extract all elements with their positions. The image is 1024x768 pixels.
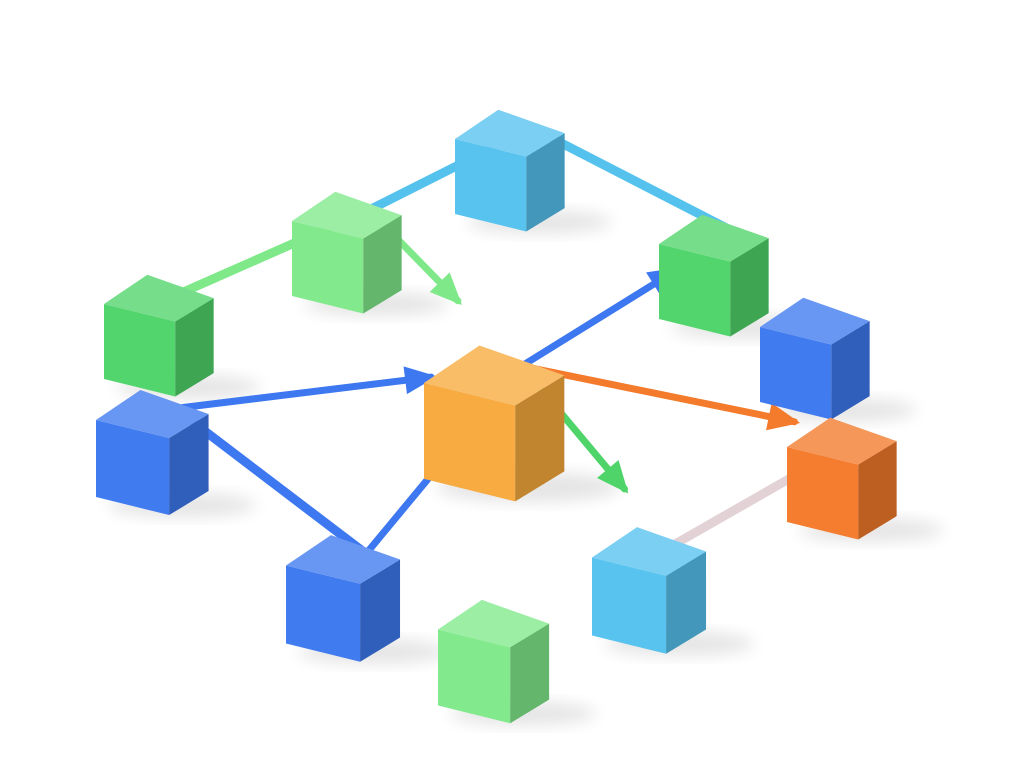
cube-lower-left-blue <box>286 535 401 662</box>
cube-left-face <box>787 447 859 540</box>
cube-top-face <box>292 191 402 239</box>
cube-right-face <box>858 441 897 540</box>
arrowhead-icon <box>403 366 438 395</box>
cube-top-face <box>455 109 565 157</box>
cube-left-face <box>438 629 511 724</box>
arrowhead-icon <box>597 459 629 494</box>
cube-right-face <box>175 298 214 397</box>
cube-right-orange <box>787 417 897 540</box>
cube-upper-left-green <box>292 191 402 314</box>
cube-left-face <box>292 221 364 314</box>
cube-right-face <box>526 133 565 232</box>
arrowhead-icon <box>429 272 463 306</box>
cube-top-face <box>787 417 897 465</box>
cube-center-orange <box>424 345 565 502</box>
cube-top-face <box>760 297 870 345</box>
cube-top-face <box>592 527 707 576</box>
cube-top-face <box>438 599 550 648</box>
cube-top-face <box>104 274 214 322</box>
cube-top-face <box>424 345 565 406</box>
cube-top-sky <box>455 109 565 232</box>
cube-left-face <box>424 382 516 502</box>
cube-right-face <box>363 215 402 314</box>
cube-left-face <box>455 139 527 232</box>
cube-right-face <box>666 551 707 654</box>
cube-left-green <box>104 274 214 397</box>
cube-right-face <box>831 321 870 420</box>
connector-line <box>171 373 435 412</box>
cube-right-face <box>510 623 550 724</box>
cube-top-face <box>96 390 209 439</box>
cube-upper-right-green <box>659 214 769 337</box>
cube-left-face <box>96 420 170 516</box>
cube-left-face <box>659 244 731 337</box>
cube-left-face <box>592 557 667 654</box>
cube-right-face <box>515 375 565 502</box>
cube-right-face <box>730 238 769 337</box>
cube-top-face <box>286 535 401 584</box>
cube-lower-right-sky <box>592 527 707 654</box>
cube-left-face <box>104 304 176 397</box>
cube-right-face <box>360 559 401 662</box>
cube-left-face <box>760 327 832 420</box>
cube-left-face <box>286 565 361 662</box>
cube-layer <box>96 109 897 724</box>
cube-bottom-green <box>438 599 550 724</box>
cube-left-blue <box>96 390 209 516</box>
connector-line <box>518 362 798 426</box>
connector-line <box>518 267 680 370</box>
connector-cube-left-blue-to-cube-center-orange <box>171 366 438 412</box>
cube-top-face <box>659 214 769 262</box>
connector-cube-center-orange-to-cube-upper-right-green <box>518 267 681 370</box>
connector-cube-center-orange-to-cube-right-orange <box>518 362 801 431</box>
cube-right-face <box>169 414 209 516</box>
arrowhead-icon <box>766 402 801 431</box>
cube-right-blue <box>760 297 870 420</box>
